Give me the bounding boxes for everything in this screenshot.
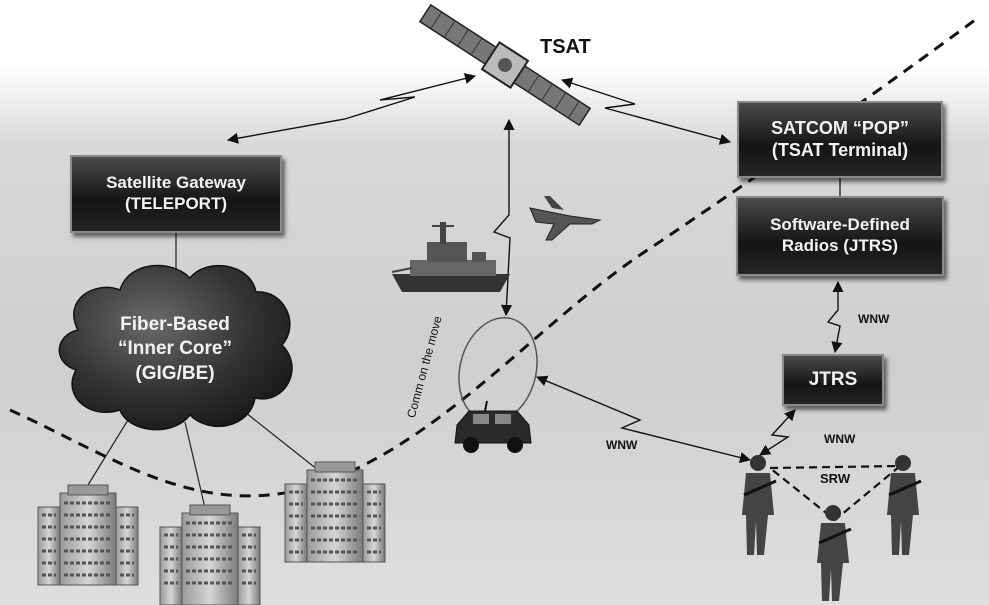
inner-core-cloud-icon [58, 264, 293, 431]
wnw-label-lower-right: WNW [824, 432, 856, 446]
core-building-line-3 [235, 404, 319, 471]
inner-core-line-2: “Inner Core” [117, 338, 233, 360]
satcom-pop-line-1: SATCOM “POP” [771, 117, 909, 138]
humvee-vehicle-icon [454, 400, 532, 453]
satcom-pop-box: SATCOM “POP” (TSAT Terminal) [737, 101, 943, 178]
soldier-icon [887, 455, 922, 555]
building-icon [284, 461, 386, 563]
soldier-icon [817, 505, 852, 601]
tsat-satellite-icon [418, 3, 592, 127]
satellite-gateway-box: Satellite Gateway (TELEPORT) [70, 155, 282, 233]
link-vehicle-soldiers [535, 375, 752, 463]
core-building-line-1 [87, 419, 129, 486]
srw-dashed-link [766, 464, 904, 522]
inner-core-line-3: (GIG/BE) [135, 362, 215, 384]
jtrs-box: JTRS [782, 354, 884, 406]
soldier-icon [742, 455, 777, 555]
srw-label: SRW [820, 471, 851, 486]
tsat-label: TSAT [540, 36, 591, 58]
software-defined-radios-box: Software-Defined Radios (JTRS) [736, 196, 944, 276]
building-icon [159, 504, 261, 605]
link-sdr-jtrs [826, 280, 844, 354]
link-satellite-vehicle [492, 118, 515, 317]
jtrs-label: JTRS [808, 369, 858, 391]
link-satellite-gateway [226, 73, 477, 144]
satcom-pop-line-2: (TSAT Terminal) [771, 139, 909, 160]
fighter-jet-icon [529, 196, 602, 241]
wnw-label-upper: WNW [858, 312, 890, 326]
network-boundary-curve [9, 18, 976, 498]
wnw-label-vehicle: WNW [606, 438, 638, 452]
building-icon [37, 484, 139, 586]
core-building-line-2 [184, 421, 206, 509]
warship-icon [391, 222, 510, 292]
link-jtrs-soldiers [759, 409, 796, 456]
inner-core-line-1: Fiber-Based [120, 314, 230, 335]
satellite-gateway-line-2: (TELEPORT) [125, 194, 227, 213]
software-defined-radios-line-2: Radios (JTRS) [781, 236, 899, 255]
link-satellite-pop [560, 77, 732, 145]
inner-core-label: Fiber-Based “Inner Core” (GIG/BE) [90, 313, 260, 386]
software-defined-radios-line-1: Software-Defined [770, 215, 910, 235]
satellite-gateway-line-1: Satellite Gateway [106, 173, 246, 193]
